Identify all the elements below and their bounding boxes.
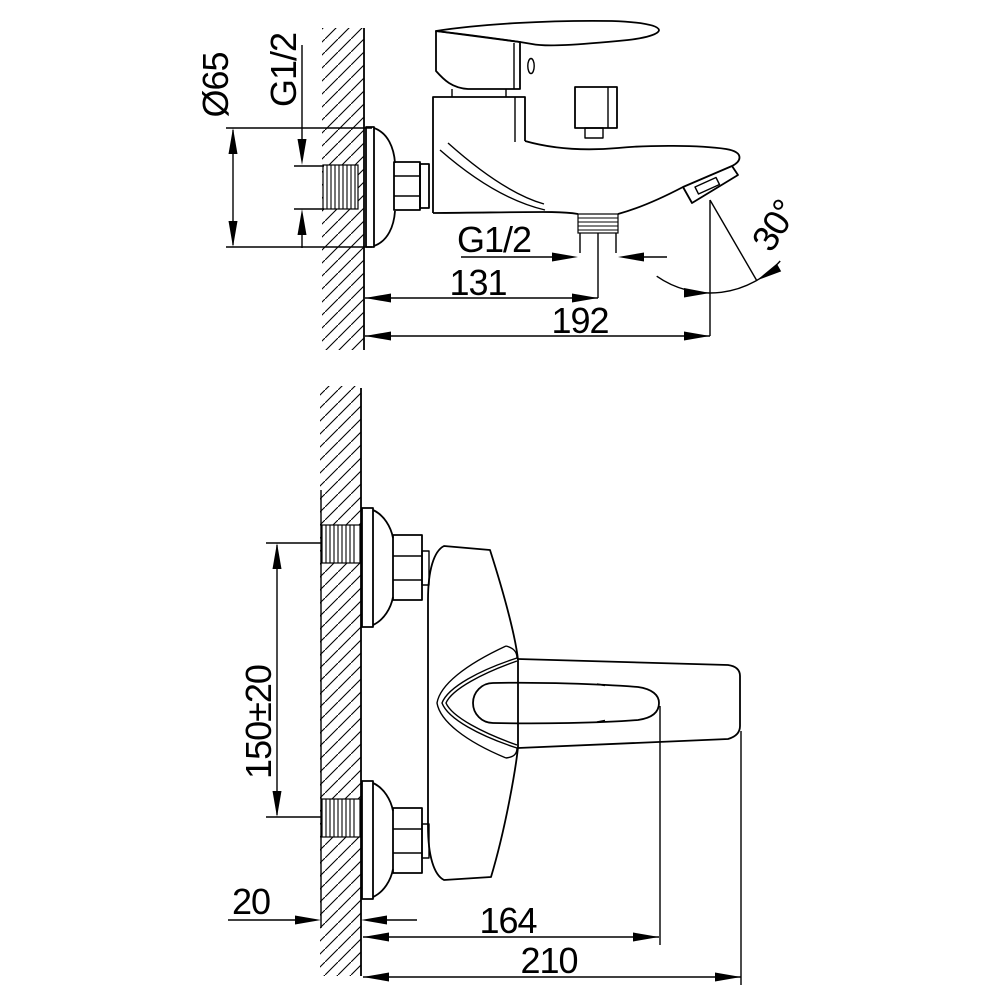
dim-reach-outlet: 131 (365, 233, 599, 303)
spout-side (432, 140, 741, 215)
plan-view-wall (320, 386, 362, 976)
dim-label-wall-thread: G1/2 (263, 33, 304, 107)
dim-label-outlet-thread: G1/2 (457, 219, 531, 260)
dim-reach-total-plan: 210 (363, 731, 742, 985)
dim-label-reach-outlet: 131 (449, 262, 506, 303)
escutcheon-side (365, 126, 375, 248)
connector-ring-side (419, 163, 430, 209)
side-view-faucet (365, 19, 741, 253)
hex-nut-side (393, 161, 421, 211)
diverter-knob-side (574, 86, 618, 139)
cartridge-cone-plan (436, 645, 518, 759)
dim-spout-angle: 30° (656, 193, 805, 298)
dim-inlet-spacing: 150±20 (238, 542, 322, 818)
wall-thread-bottom (321, 798, 361, 838)
aerator-insert (694, 176, 721, 195)
aerator-housing (682, 165, 739, 204)
lever-handle-plan (472, 681, 660, 725)
dim-label-reach-handle: 164 (479, 900, 536, 941)
faucet-body-side (432, 89, 526, 213)
side-view-wall (322, 28, 365, 350)
dim-reach-total-side: 192 (365, 200, 711, 341)
dim-label-spout-angle: 30° (743, 193, 805, 258)
dim-escutcheon-diameter: Ø65 (195, 52, 372, 248)
dim-label-inlet-spacing: 150±20 (238, 665, 279, 779)
top-connector-plan (361, 507, 430, 628)
side-view: Ø65 G1/2 G1/2 (195, 19, 805, 350)
dim-label-reach-total-plan: 210 (520, 940, 577, 981)
dim-label-diameter: Ø65 (195, 52, 236, 117)
dim-outlet-thread: G1/2 (457, 219, 667, 262)
dim-label-wall-thickness: 20 (232, 881, 270, 922)
dim-reach-handle: 164 (363, 706, 661, 945)
wall-thread-top (321, 524, 361, 564)
plan-view-dimensions: 150±20 20 164 (228, 490, 742, 985)
handle-pivot-screw (527, 57, 535, 75)
dim-wall-thickness: 20 (228, 490, 417, 928)
dim-wall-thread: G1/2 (263, 33, 324, 248)
wall-thread-side (322, 164, 359, 210)
bottom-connector-plan (361, 780, 430, 900)
plan-view: 150±20 20 164 (228, 386, 742, 985)
dim-label-reach-total-side: 192 (551, 300, 608, 341)
spout-plan (517, 658, 741, 749)
faucet-body-plan (427, 545, 519, 881)
lever-handle-side (435, 19, 660, 90)
plan-view-faucet (361, 507, 741, 900)
